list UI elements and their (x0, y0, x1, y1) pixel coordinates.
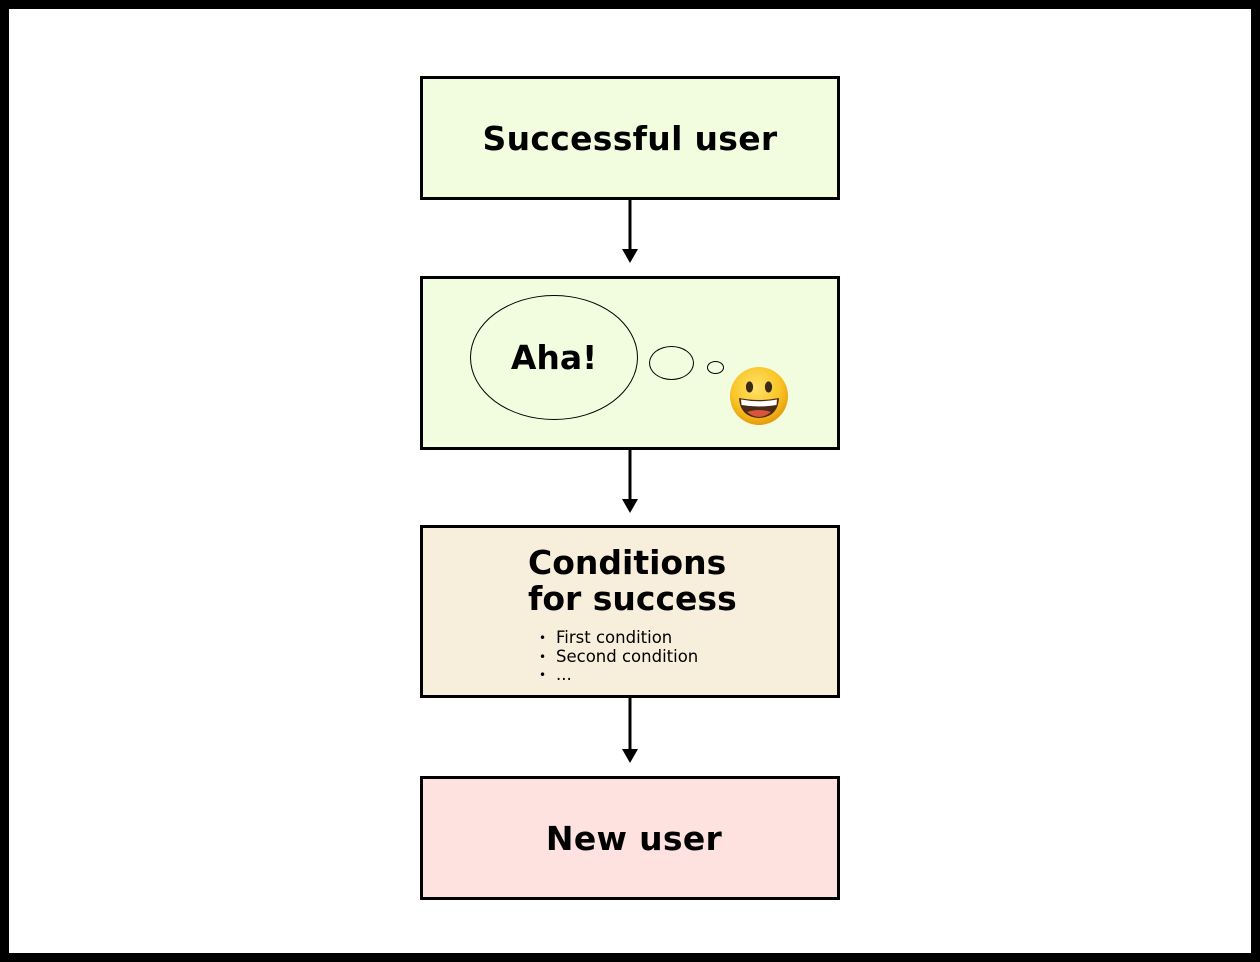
condition-item: • First condition (539, 628, 698, 648)
grinning-face-icon (730, 367, 788, 425)
node-successful-user-label: Successful user (482, 118, 778, 158)
condition-item: •... (539, 665, 698, 685)
conditions-list: • First condition • Second condition •... (539, 628, 699, 685)
condition-item: • Second condition (539, 646, 699, 667)
conditions-title-line2: for success (528, 579, 737, 618)
thought-bubble-medium (649, 346, 694, 380)
node-aha: Aha! (420, 276, 840, 450)
conditions-title-line1: Conditions (528, 543, 727, 582)
condition-item-text: ... (556, 665, 572, 684)
thought-bubble-small (707, 361, 724, 374)
arrow-successful-to-aha (622, 200, 638, 263)
node-conditions: Conditions for success • First condition … (420, 525, 840, 698)
aha-label: Aha! (510, 338, 598, 377)
thought-bubble-main: Aha! (470, 295, 638, 420)
arrow-aha-to-conditions (622, 450, 638, 513)
node-new-user-label: New user (545, 818, 723, 858)
node-successful-user: Successful user (420, 76, 840, 200)
node-new-user: New user (420, 776, 840, 900)
condition-item-text: First condition (556, 628, 673, 647)
bullet-marker: • (539, 668, 547, 682)
condition-item-text: Second condition (556, 646, 699, 666)
arrow-conditions-to-new (622, 698, 638, 763)
bullet-marker: • (539, 631, 547, 645)
conditions-title: Conditions for success (528, 545, 737, 617)
bullet-marker: • (539, 649, 547, 664)
